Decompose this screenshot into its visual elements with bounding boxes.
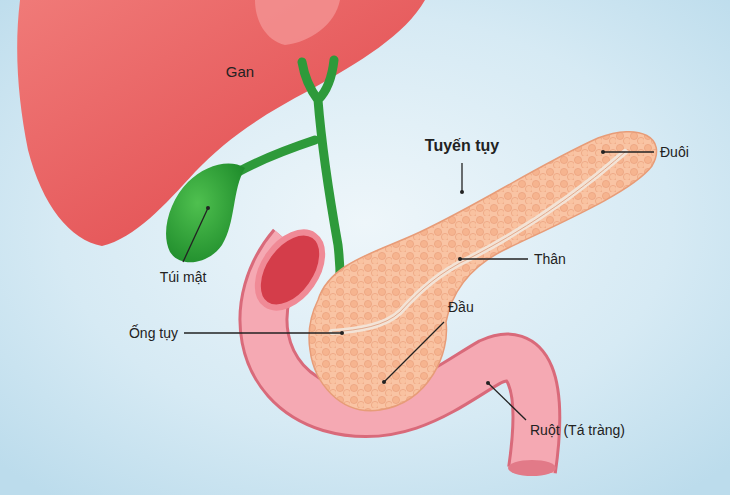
leader-line xyxy=(184,332,342,333)
leader-line xyxy=(488,383,526,420)
leader-dots xyxy=(206,150,605,385)
organ-label: Ruột (Tá tràng) xyxy=(530,422,625,439)
leader-dot xyxy=(382,380,386,384)
title-label: Tuyến tụy xyxy=(425,136,499,155)
part-label: Đầu xyxy=(448,299,474,316)
leader-line xyxy=(384,322,444,382)
leader-dot xyxy=(601,150,605,154)
pancreatic-duct xyxy=(332,152,625,332)
duodenum-end xyxy=(508,460,556,476)
part-label: Thân xyxy=(534,251,566,268)
leader-dot xyxy=(460,190,464,194)
leader-dot xyxy=(340,331,344,335)
cystic-duct xyxy=(238,140,315,172)
leader-lines xyxy=(183,152,654,420)
leader-line xyxy=(603,151,654,152)
leader-line xyxy=(461,163,462,192)
leader-line xyxy=(460,258,528,259)
gallbladder xyxy=(166,163,245,262)
organ-label: Gan xyxy=(226,63,254,81)
leader-dot xyxy=(458,257,462,261)
pancreas xyxy=(309,132,656,411)
part-label: Ống tụy xyxy=(129,325,178,342)
pancreatic-duct-edge xyxy=(332,152,625,332)
part-label: Đuôi xyxy=(660,144,689,161)
pancreas-lobules xyxy=(309,132,656,411)
organ-label: Túi mật xyxy=(160,269,207,286)
leader-line xyxy=(183,208,208,262)
leader-dot xyxy=(206,206,210,210)
liver-highlight xyxy=(255,0,340,45)
leader-dot xyxy=(486,381,490,385)
